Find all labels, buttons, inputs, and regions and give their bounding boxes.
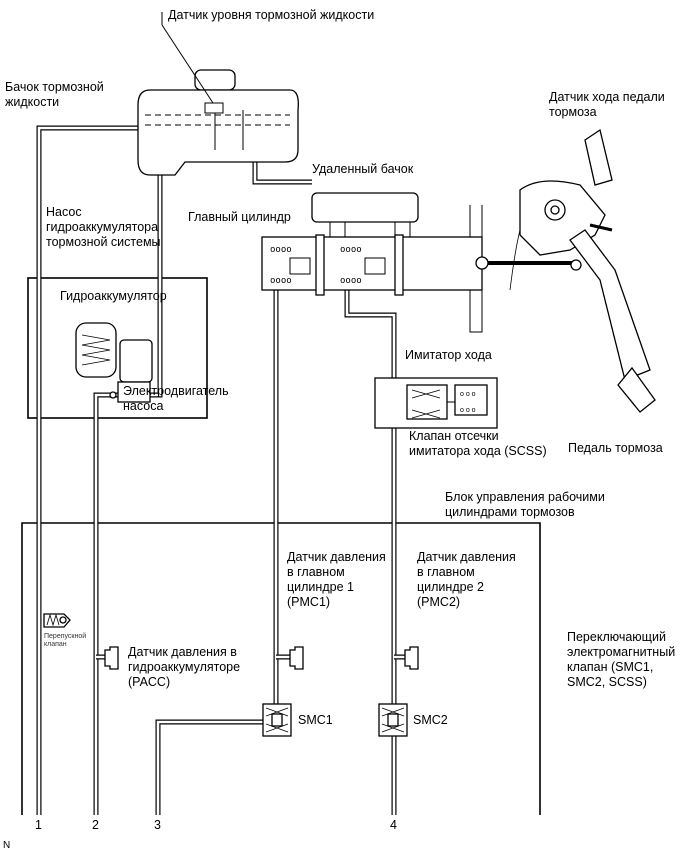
leader-line (161, 24, 214, 104)
svg-text:oooo: oooo (340, 276, 362, 286)
corner-mark: N (3, 840, 11, 851)
remote-reservoir-label: Удаленный бачок (312, 162, 414, 176)
pacc-label: Датчик давления в гидроаккумуляторе (PAC… (128, 645, 241, 689)
brake-pedal (509, 128, 656, 413)
scss-valve-label: Клапан отсечки имитатора хода (SCSS) (409, 429, 547, 458)
svg-text:oooo: oooo (270, 245, 292, 255)
accumulator-box (27, 277, 208, 419)
port-number-2: 2 (92, 818, 99, 832)
stroke-simulator: o o o o o o (374, 377, 498, 429)
master-cylinder-label: Главный цилиндр (188, 210, 291, 224)
actuator-frame (21, 522, 541, 815)
master-cylinder: oooo oooo oooo oooo (261, 205, 580, 333)
accumulator-pump-assembly (75, 322, 153, 403)
pump-motor-label: Электродвигатель насоса (123, 384, 229, 413)
remote-reservoir (311, 192, 419, 223)
smc2-label: SMC2 (413, 713, 448, 727)
switching-valve-label: Переключающий электромагнитный клапан (S… (567, 630, 676, 689)
reservoir-label: Бачок тормозной жидкости (5, 80, 104, 109)
actuator-label: Блок управления рабочими цилиндрами торм… (445, 490, 605, 519)
svg-text:oooo: oooo (270, 276, 292, 286)
pmc2-label: Датчик давления в главном цилиндре 2 (PM… (417, 550, 516, 609)
fluid-level-sensor-label: Датчик уровня тормозной жидкости (168, 8, 375, 22)
port-number-4: 4 (390, 818, 397, 832)
svg-text:o o o: o o o (460, 407, 476, 414)
port-number-3: 3 (154, 818, 161, 832)
smc1-label: SMC1 (298, 713, 333, 727)
brake-fluid-reservoir (137, 69, 299, 176)
pedal-stroke-sensor-label: Датчик хода педали тормоза (549, 90, 665, 119)
accumulator-pump-label: Насос гидроаккумулятора тормозной систем… (46, 205, 161, 249)
pmc1-label: Датчик давления в главном цилиндре 1 (PM… (287, 550, 386, 609)
svg-text:o o o: o o o (460, 391, 476, 398)
brake-pedal-label: Педаль тормоза (568, 441, 663, 455)
relief-valve-label: Перепускной клапан (44, 633, 87, 648)
svg-text:oooo: oooo (340, 245, 362, 255)
pressure-sensors (104, 646, 419, 670)
smc-valves (262, 703, 408, 737)
accumulator-label: Гидроаккумулятор (60, 289, 167, 303)
port-number-1: 1 (35, 818, 42, 832)
relief-valve (43, 613, 71, 628)
stroke-simulator-label: Имитатор хода (405, 348, 492, 362)
